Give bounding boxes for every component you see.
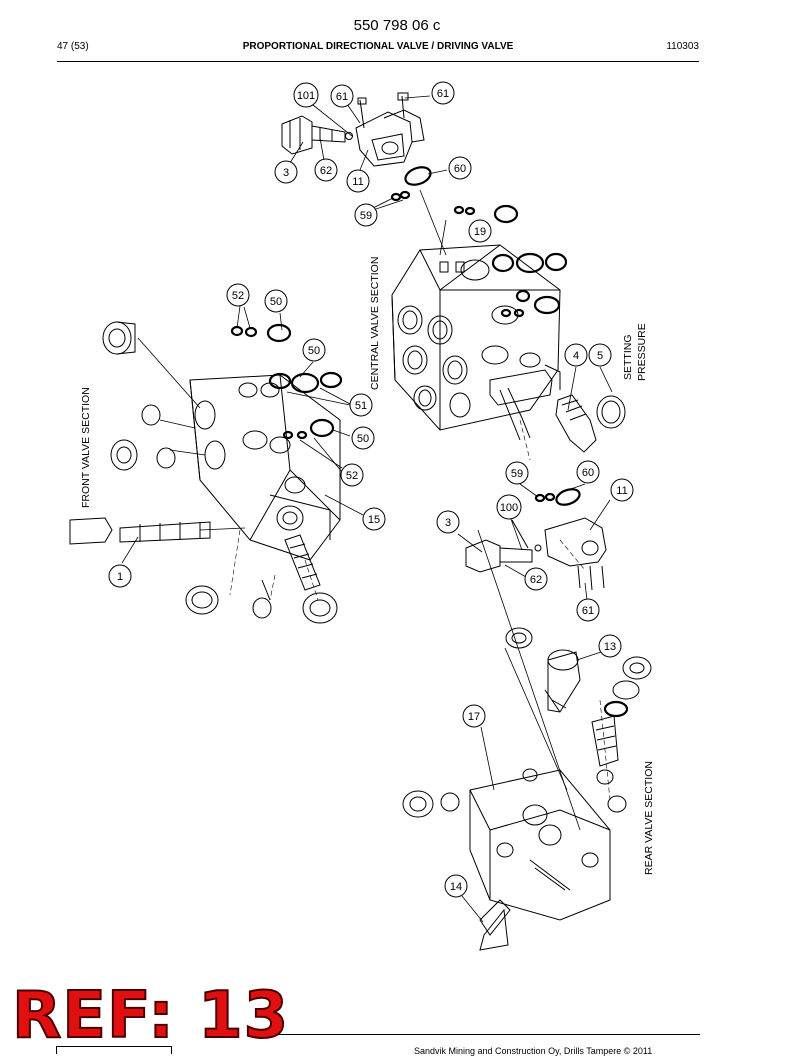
callout-bubbles	[108, 81, 634, 898]
callout-label: 11	[616, 485, 627, 497]
front-o-rings	[230, 323, 343, 440]
callout-3	[274, 160, 298, 184]
callout-label: 50	[270, 296, 282, 308]
callout-label: 1	[117, 571, 123, 583]
callout-label: 13	[604, 641, 616, 653]
callout-label: 3	[283, 167, 289, 179]
callout-4	[564, 343, 588, 367]
callout-label: 5	[597, 350, 603, 362]
callout-label: 14	[450, 881, 462, 893]
upper-o-rings	[390, 166, 519, 224]
callout-label: 60	[454, 163, 466, 175]
assembly-axes	[229, 419, 611, 801]
central-valve-body	[391, 244, 561, 441]
rear-section-label: REAR VALVE SECTION	[643, 761, 655, 875]
callout-62	[524, 567, 548, 591]
callout-62	[314, 158, 338, 182]
footer-rule	[270, 1034, 700, 1035]
callout-label: 52	[346, 470, 358, 482]
logo-strip	[56, 1046, 172, 1054]
callout-5	[588, 343, 612, 367]
callout-17	[462, 704, 486, 728]
callout-label: 3	[445, 517, 451, 529]
callout-61	[431, 81, 455, 105]
callout-61	[330, 84, 354, 108]
ref-stamp: REF: 13	[11, 979, 290, 1053]
page-title: PROPORTIONAL DIRECTIONAL VALVE / DRIVING…	[242, 41, 514, 52]
document-number: 550 798 06 c	[353, 17, 441, 34]
upper-solenoid-assembly	[281, 92, 425, 167]
page-number: 47 (53)	[57, 41, 89, 52]
callout-label: 50	[308, 345, 320, 357]
pressure-label: PRESSURE	[636, 323, 648, 381]
rear-o-ring	[603, 700, 629, 718]
callout-101	[293, 82, 319, 108]
callout-label: 101	[297, 90, 315, 102]
date-code: 110303	[666, 41, 699, 52]
callout-label: 61	[336, 91, 348, 103]
callout-label: 17	[468, 711, 480, 723]
callout-label: 51	[355, 400, 367, 412]
callout-3	[436, 510, 460, 534]
pressure-setting-valve	[555, 394, 626, 453]
setting-label: SETTING	[622, 334, 634, 380]
callout-19	[468, 219, 492, 243]
callout-label: 100	[500, 502, 518, 514]
callout-label: 52	[232, 290, 244, 302]
callout-label: 60	[582, 467, 594, 479]
front-valve-body	[189, 374, 341, 561]
callout-11	[346, 169, 370, 193]
callout-61	[576, 598, 600, 622]
callout-label: 59	[360, 210, 372, 222]
callout-label: 15	[368, 514, 380, 526]
header-rule	[57, 61, 699, 62]
callout-label: 59	[511, 468, 523, 480]
callout-label: 11	[352, 176, 363, 188]
front-section-label: FRONT VALVE SECTION	[80, 387, 92, 508]
callout-1	[108, 564, 132, 588]
callout-50	[351, 426, 375, 450]
rear-components	[402, 627, 652, 951]
callout-59	[505, 461, 529, 485]
lower-central-o-rings	[534, 488, 581, 506]
callout-15	[362, 507, 386, 531]
callout-label: 61	[582, 605, 594, 617]
callout-label: 62	[530, 574, 542, 586]
central-section-label: CENTRAL VALVE SECTION	[369, 257, 381, 390]
footer-copyright: Sandvik Mining and Construction Oy, Dril…	[414, 1046, 653, 1056]
callout-13	[598, 634, 622, 658]
callout-14	[444, 874, 468, 898]
callout-label: 61	[437, 88, 449, 100]
rear-valve-body	[469, 768, 611, 921]
callout-label: 50	[357, 433, 369, 445]
callout-51	[349, 393, 373, 417]
callout-label: 62	[320, 165, 332, 177]
central-o-rings	[491, 252, 568, 318]
callout-labels: 101 61 61 3 62 11 60 59 19 52 50 50 51 5…	[117, 88, 628, 893]
callout-60	[576, 460, 600, 484]
lower-solenoid-assembly	[465, 517, 607, 591]
callout-52	[226, 283, 250, 307]
callout-50	[302, 338, 326, 362]
callout-11	[610, 478, 634, 502]
callout-label: 19	[474, 226, 486, 238]
callout-50	[264, 289, 288, 313]
callout-60	[448, 156, 472, 180]
callout-59	[354, 203, 378, 227]
callout-100	[496, 494, 522, 520]
callout-52	[340, 463, 364, 487]
callout-label: 4	[573, 350, 579, 362]
front-plugs	[69, 321, 338, 624]
